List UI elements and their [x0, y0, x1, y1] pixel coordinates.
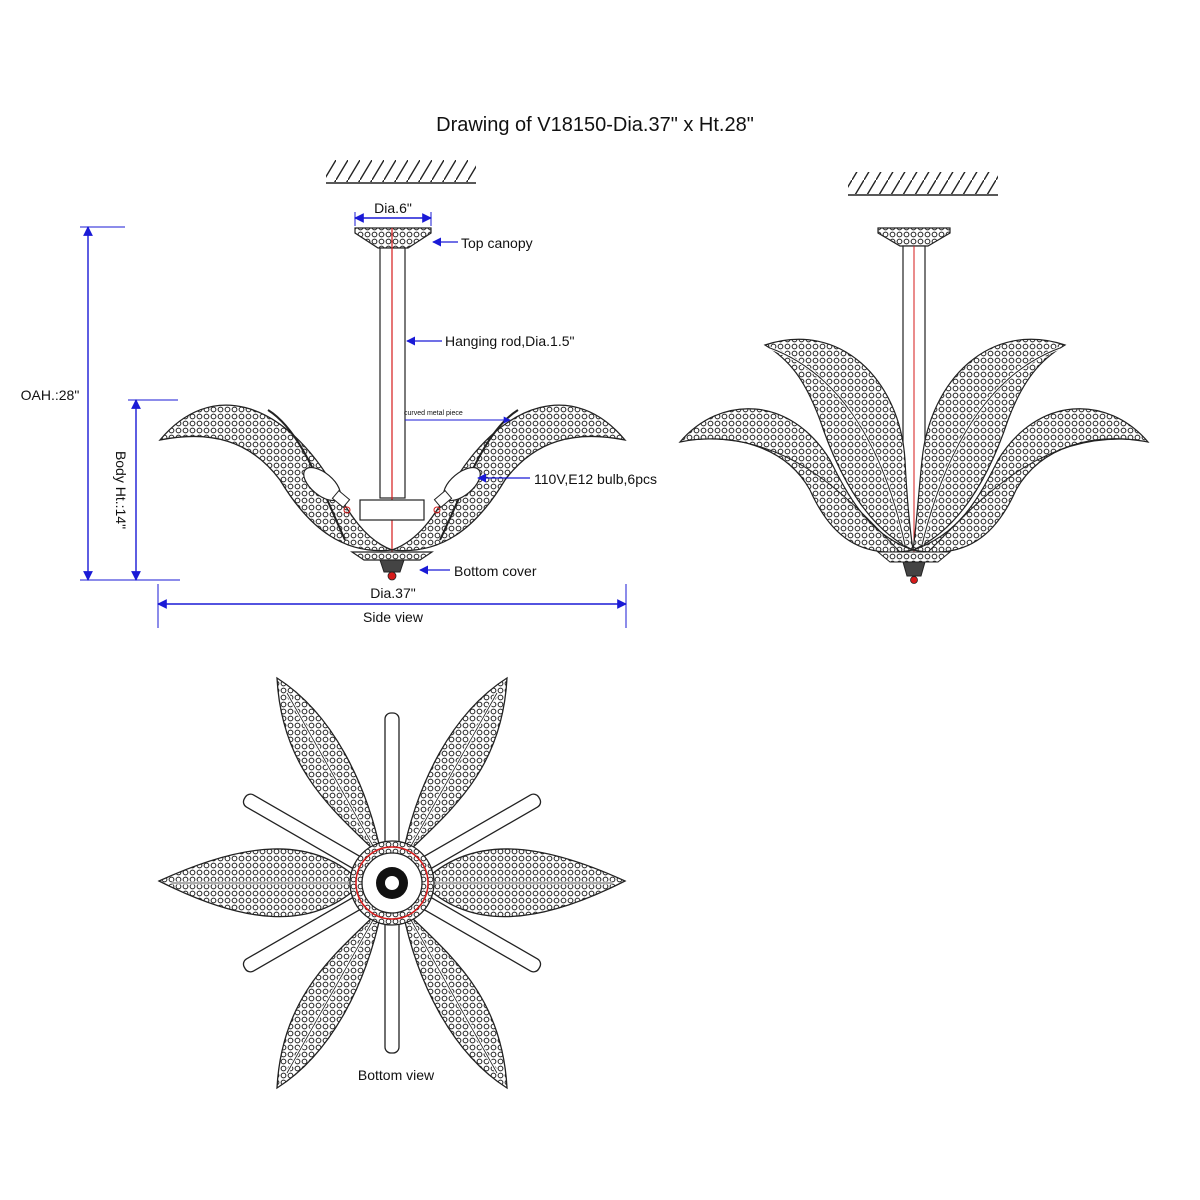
callout-hanging-rod: Hanging rod,Dia.1.5": [445, 333, 575, 349]
dim-canopy-label: Dia.6": [374, 200, 412, 216]
dim-oah-label: OAH.:28": [21, 387, 80, 403]
left-leaf: [158, 404, 393, 552]
left-curved-metal: [267, 409, 346, 541]
dim-body-height-label: Body Ht.:14": [113, 451, 129, 529]
callout-top-canopy: Top canopy: [461, 235, 533, 251]
right-bulb: [433, 466, 481, 514]
perspective-view: [678, 172, 1150, 584]
bottom-view-caption: Bottom view: [358, 1067, 435, 1083]
callout-bulb: 110V,E12 bulb,6pcs: [534, 471, 657, 487]
left-bulb: [303, 466, 351, 514]
right-leaf: [391, 404, 627, 552]
dim-diameter-label: Dia.37": [370, 585, 415, 601]
hub: [359, 499, 425, 521]
callout-bottom-cover: Bottom cover: [454, 563, 537, 579]
ceiling-hatch: [326, 160, 476, 182]
ceiling-hatch-right: [848, 172, 998, 194]
bottom-finial: [379, 559, 405, 573]
callout-curved-metal: curved metal piece: [404, 410, 463, 417]
drawing-title: Drawing of V18150-Dia.37" x Ht.28": [436, 114, 754, 136]
side-view-caption: Side view: [363, 609, 424, 625]
bottom-cover: [350, 551, 434, 561]
side-view: Dia.6" OAH.:28" Body Ht.:14" Dia.37" Sid…: [21, 160, 657, 628]
bottom-view: [157, 676, 627, 1090]
top-canopy: [354, 227, 432, 249]
